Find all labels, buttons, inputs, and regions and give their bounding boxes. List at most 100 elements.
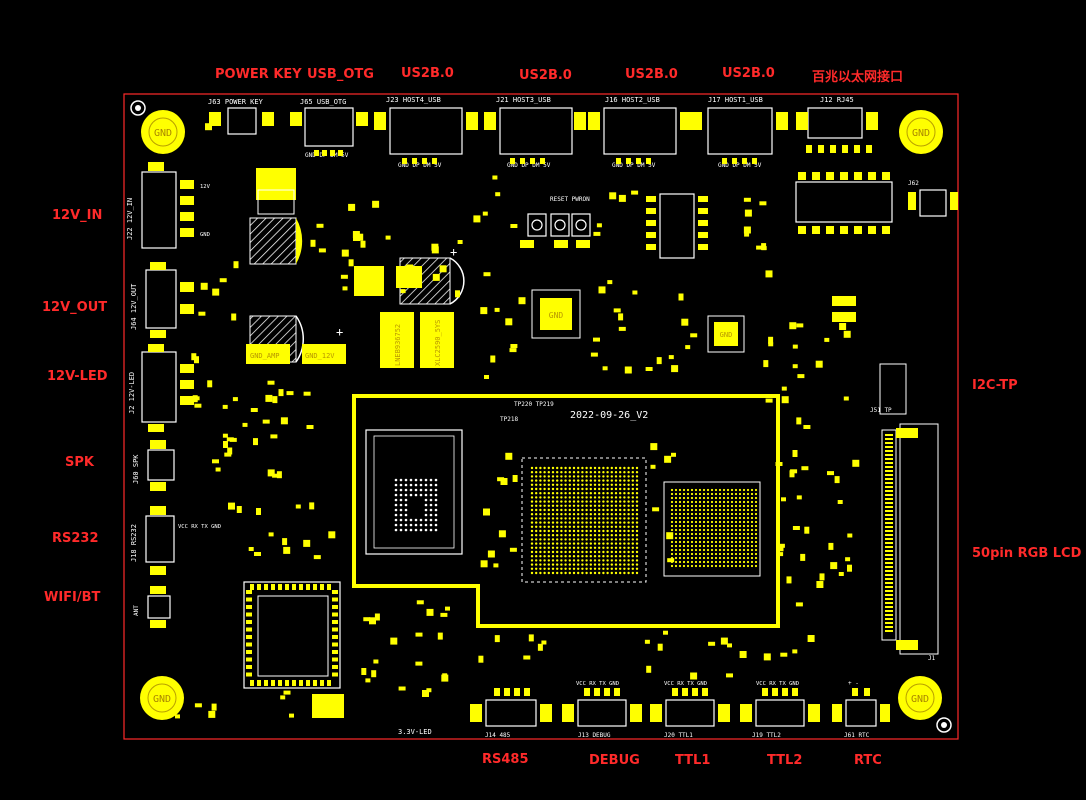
silk-j65: J65 USB_OTG <box>300 98 346 106</box>
conn-j14 <box>485 699 537 727</box>
silk-host2-pins: GND DP DM 5V <box>612 162 656 169</box>
power-ic-2 <box>420 312 454 368</box>
silk-j61: J61 RTC <box>844 732 870 739</box>
board-outline <box>123 93 959 740</box>
button-pwron[interactable] <box>550 213 570 237</box>
svg-text:VCC RX TX GND: VCC RX TX GND <box>664 681 707 687</box>
magnetics-ic <box>795 181 893 223</box>
conn-j17 <box>707 107 773 155</box>
svg-text:3.3V-LED: 3.3V-LED <box>398 728 432 736</box>
conn-j1-lcd <box>881 423 939 655</box>
button-reset[interactable] <box>527 213 547 237</box>
label-power-key: POWER KEY <box>215 67 302 82</box>
svg-text:TP218: TP218 <box>500 416 518 423</box>
label-ttl2: TTL2 <box>767 753 803 768</box>
label-usb-host3: US2B.0 <box>519 68 572 83</box>
silk-gnd: GND <box>200 232 210 238</box>
silk-j13: J13 DEBUG <box>578 732 611 739</box>
conn-j12 <box>807 107 863 139</box>
silk-j14: J14 485 <box>485 732 511 739</box>
svg-text:J1: J1 <box>928 655 936 662</box>
silk-j20: J20 TTL1 <box>664 732 693 739</box>
silk-j22: J22 12V_IN <box>126 198 134 240</box>
label-debug: DEBUG <box>589 753 640 768</box>
conn-j65 <box>304 107 354 147</box>
svg-text:GND: GND <box>911 694 929 705</box>
silk-j18: J18 RS232 <box>130 524 138 562</box>
silk-host3-pins: GND DP DM 5V <box>507 162 551 169</box>
gnd-pad-tl: GND <box>141 110 185 154</box>
svg-text:TP220 TP219: TP220 TP219 <box>514 401 554 408</box>
label-usb-host1: US2B.0 <box>722 66 775 81</box>
silk-j2: J2 12V-LED <box>128 372 136 414</box>
label-12v-out: 12V_OUT <box>42 300 108 315</box>
silk-12v: 12V <box>200 184 211 190</box>
conn-j20 <box>665 699 715 727</box>
silk-host1-pins: GND DP DM 5V <box>718 162 762 169</box>
conn-j63 <box>227 107 257 135</box>
dip-ic <box>659 193 695 259</box>
svg-text:XLC2590_5YS: XLC2590_5YS <box>434 320 442 366</box>
label-usb-otg: USB_OTG <box>307 67 374 82</box>
label-rs485: RS485 <box>482 752 529 767</box>
phy-chip: GND <box>531 289 581 339</box>
svg-text:+: + <box>450 245 457 259</box>
label-usb-host2: US2B.0 <box>625 67 678 82</box>
label-i2c-tp: I2C-TP <box>972 378 1018 393</box>
svg-text:VCC RX TX GND: VCC RX TX GND <box>756 681 799 687</box>
conn-j13 <box>577 699 627 727</box>
silk-host4-pins: GND DP DM 5V <box>398 162 442 169</box>
svg-text:J51 TP: J51 TP <box>870 407 892 414</box>
conn-j16 <box>603 107 677 155</box>
mount-hole-tl <box>130 100 146 116</box>
conn-j19 <box>755 699 805 727</box>
svg-text:VCC RX TX GND: VCC RX TX GND <box>576 681 619 687</box>
silk-j12: J12 RJ45 <box>820 96 854 104</box>
conn-j51 <box>879 363 907 415</box>
conn-ant <box>147 595 171 619</box>
wifi-module <box>243 581 341 689</box>
label-rgb-lcd: 50pin RGB LCD <box>972 546 1082 561</box>
emmc-bga <box>663 481 761 577</box>
silk-j60: J60 SPK <box>132 454 140 484</box>
svg-text:+: + <box>336 325 343 339</box>
svg-text:GND_12V: GND_12V <box>305 352 335 360</box>
gnd-pad-tr: GND <box>899 110 943 154</box>
silk-reset-pwron: RESET PWRON <box>550 196 590 203</box>
silk-j64: J64 12V_OUT <box>130 283 138 330</box>
ddr-chip <box>365 429 463 555</box>
core-board-outline <box>352 394 780 628</box>
power-ic-1 <box>380 312 414 368</box>
label-ttl1: TTL1 <box>675 753 711 768</box>
svg-text:GND: GND <box>720 331 733 339</box>
conn-j22 <box>141 171 177 249</box>
svg-text:GND: GND <box>912 128 930 139</box>
label-12v-in: 12V_IN <box>52 208 103 223</box>
conn-j62 <box>919 189 947 217</box>
board-version: 2022-09-26_V2 <box>570 410 648 421</box>
silk-j63: J63 POWER KEY <box>208 98 264 106</box>
label-ethernet: 百兆以太网接口 <box>812 70 904 85</box>
conn-j21 <box>499 107 573 155</box>
svg-text:GND: GND <box>154 128 172 139</box>
silk-j17: J17 HOST1_USB <box>708 96 763 104</box>
silk-j16: J16 HOST2_USB <box>605 96 660 104</box>
label-12v-led: 12V-LED <box>47 369 108 384</box>
label-wifi-bt: WIFI/BT <box>44 590 101 605</box>
conn-j2 <box>141 351 177 423</box>
silk-j62: J62 <box>908 180 919 187</box>
svg-text:GND: GND <box>549 311 564 320</box>
conn-j60 <box>147 449 175 481</box>
label-rtc: RTC <box>854 753 882 768</box>
label-usb-host4: US2B.0 <box>401 66 454 81</box>
soc-bga <box>521 457 647 583</box>
gnd-pad-bl: GND <box>140 676 184 720</box>
conn-j61 <box>845 699 877 727</box>
silk-j21: J21 HOST3_USB <box>496 96 551 104</box>
silk-ant: ANT <box>133 605 140 616</box>
svg-text:+ -: + - <box>848 680 859 687</box>
label-rs232: RS232 <box>52 531 99 546</box>
mount-hole-br <box>936 717 952 733</box>
